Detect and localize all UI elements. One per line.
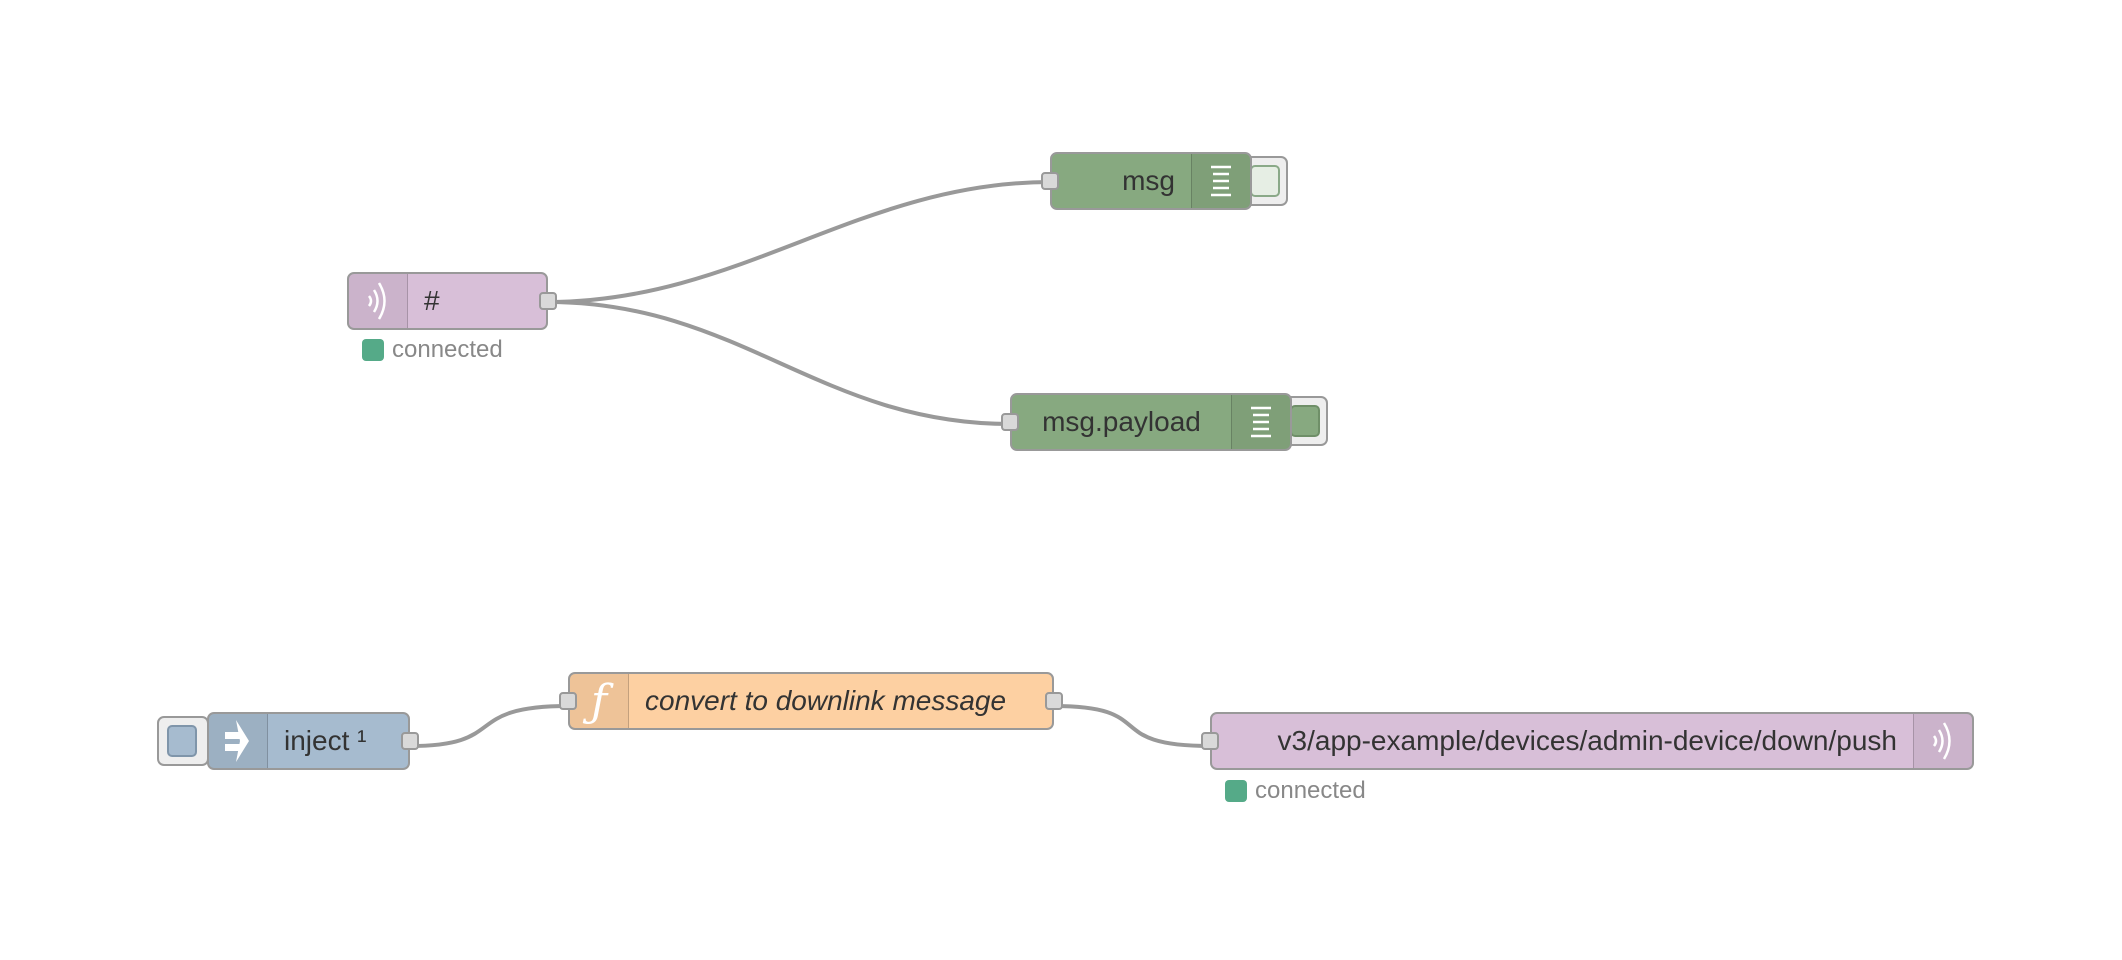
debug-icon	[1191, 154, 1250, 208]
wire-inject-to-function[interactable]	[409, 704, 569, 748]
function-icon: ƒ	[570, 674, 629, 728]
inject-icon	[209, 714, 268, 768]
wire-function-to-mqtt-out[interactable]	[1053, 704, 1211, 748]
mqtt-in-status: connected	[362, 336, 503, 364]
inject-output-port[interactable]	[401, 732, 419, 750]
mqtt-out-status: connected	[1225, 777, 1366, 805]
inject-trigger-button[interactable]	[157, 716, 209, 766]
mqtt-icon	[349, 274, 408, 328]
mqtt-in-label: #	[424, 285, 440, 316]
wire-mqtt-in-to-payload[interactable]	[547, 300, 1011, 426]
mqtt-out-input-port[interactable]	[1201, 732, 1219, 750]
debug-msg-input-port[interactable]	[1041, 172, 1059, 190]
debug-payload-node[interactable]: msg.payload	[1001, 393, 1292, 451]
status-dot-icon	[1225, 780, 1247, 802]
function-input-port[interactable]	[559, 692, 577, 710]
mqtt-icon	[1913, 714, 1972, 768]
function-node[interactable]: ƒ convert to downlink message	[559, 672, 1063, 730]
wire-mqtt-in-to-msg[interactable]	[547, 180, 1051, 304]
debug-icon	[1231, 395, 1290, 449]
mqtt-out-label: v3/app-example/devices/admin-device/down…	[1277, 725, 1897, 756]
mqtt-out-node[interactable]: v3/app-example/devices/admin-device/down…	[1201, 712, 1974, 770]
function-glyph: ƒ	[590, 675, 608, 727]
debug-payload-input-port[interactable]	[1001, 413, 1019, 431]
function-label: convert to downlink message	[645, 685, 1007, 716]
mqtt-in-status-text: connected	[392, 336, 503, 363]
inject-node[interactable]: inject ¹	[207, 712, 419, 770]
status-dot-icon	[362, 339, 384, 361]
mqtt-in-output-port[interactable]	[539, 292, 557, 310]
function-output-port[interactable]	[1045, 692, 1063, 710]
debug-msg-label: msg	[1122, 165, 1175, 196]
debug-payload-label: msg.payload	[1042, 406, 1201, 437]
mqtt-in-node[interactable]: #	[347, 272, 557, 330]
inject-label: inject ¹	[284, 725, 367, 756]
debug-msg-node[interactable]: msg	[1041, 152, 1252, 210]
mqtt-out-status-text: connected	[1255, 777, 1366, 804]
